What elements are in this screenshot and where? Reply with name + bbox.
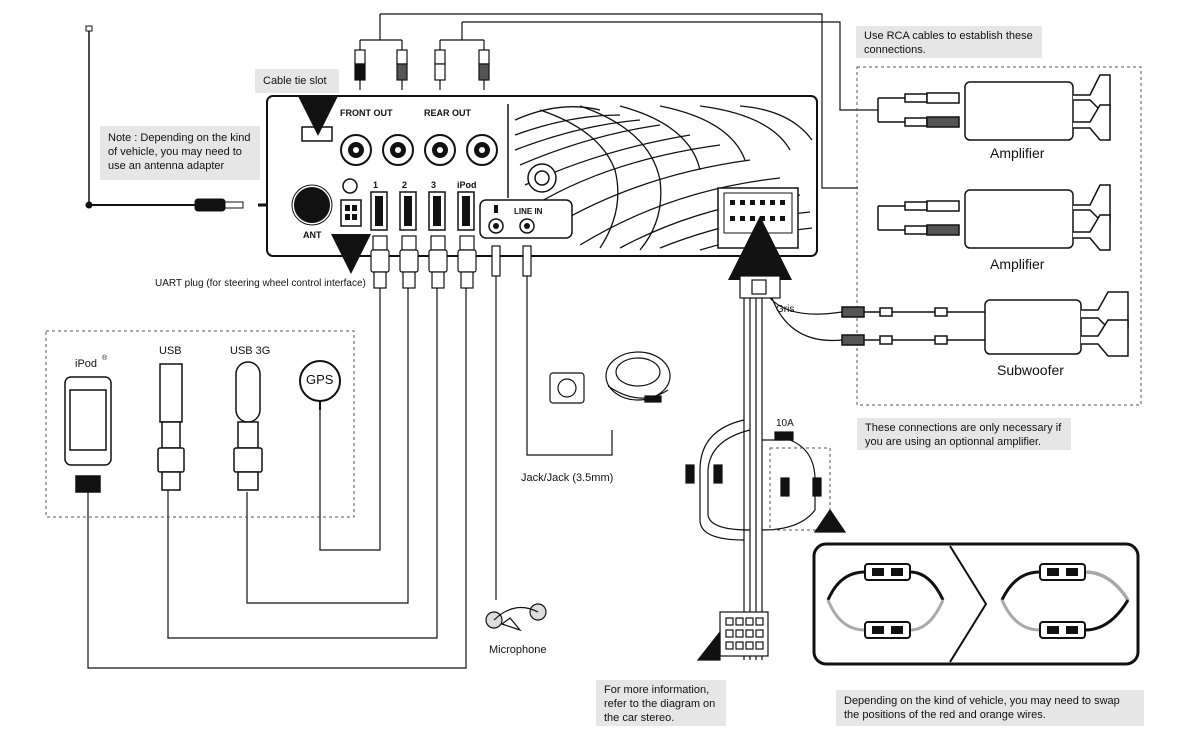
usb-port-2-label: 2 xyxy=(402,180,408,190)
amplifier-1-label: Amplifier xyxy=(990,145,1045,161)
harness-connector xyxy=(696,508,847,661)
antenna-note: Note : Depending on the kind of vehicle,… xyxy=(100,126,260,180)
uart-label: UART plug (for steering wheel control in… xyxy=(155,278,366,289)
usb-port-ipod-label: iPod xyxy=(457,180,477,190)
mp3-player xyxy=(549,372,585,404)
cable-tie-note: Cable tie slot xyxy=(255,69,339,93)
usb-plugs xyxy=(370,235,532,289)
amplifier-2-label: Amplifier xyxy=(990,256,1045,272)
amplifier-2 xyxy=(877,184,1111,251)
usb-cables xyxy=(87,276,613,669)
ant-label: ANT xyxy=(303,230,322,240)
line-in-label: LINE IN xyxy=(514,207,543,216)
subwoofer xyxy=(841,291,1129,357)
rca-outputs xyxy=(340,134,498,166)
optional-amp-note: These connections are only necessary if … xyxy=(857,418,1071,450)
rca-plugs xyxy=(354,49,490,90)
more-info-note: For more information, refer to the diagr… xyxy=(596,680,726,726)
rear-out-label: REAR OUT xyxy=(424,108,471,118)
rca-cables xyxy=(359,13,878,189)
swap-detail-panel xyxy=(812,542,1140,666)
ipod-trademark: ® xyxy=(102,355,108,362)
car-stereo xyxy=(266,95,818,280)
fuse-label: 10A xyxy=(776,418,794,429)
cd-player xyxy=(605,351,671,403)
usb-port-1-label: 1 xyxy=(373,180,379,190)
usb-label: USB xyxy=(159,345,182,357)
ipod-device xyxy=(64,376,112,493)
microphone-label: Microphone xyxy=(489,644,547,656)
optional-amp-box xyxy=(856,66,1142,406)
gris-label: Gris xyxy=(776,304,795,315)
front-out-label: FRONT OUT xyxy=(340,108,393,118)
microphone-device xyxy=(485,603,547,632)
subwoofer-label: Subwoofer xyxy=(997,362,1064,378)
wiring-harness xyxy=(685,275,843,660)
ipod-label: iPod xyxy=(75,358,98,370)
rca-note: Use RCA cables to establish these connec… xyxy=(856,26,1042,58)
fuse-detail-box xyxy=(769,447,831,531)
antenna xyxy=(85,25,290,217)
usb-port-3-label: 3 xyxy=(431,180,437,190)
usb-stick xyxy=(157,363,185,491)
jack-label: Jack/Jack (3.5mm) xyxy=(521,472,614,484)
devices-box xyxy=(45,330,355,518)
usb-3g-stick xyxy=(233,361,263,491)
usb3g-label: USB 3G xyxy=(230,345,271,357)
swap-wires-note: Depending on the kind of vehicle, you ma… xyxy=(836,690,1144,726)
gps-antenna xyxy=(299,360,341,410)
gps-label: GPS xyxy=(306,372,334,387)
amplifier-1 xyxy=(877,74,1111,141)
